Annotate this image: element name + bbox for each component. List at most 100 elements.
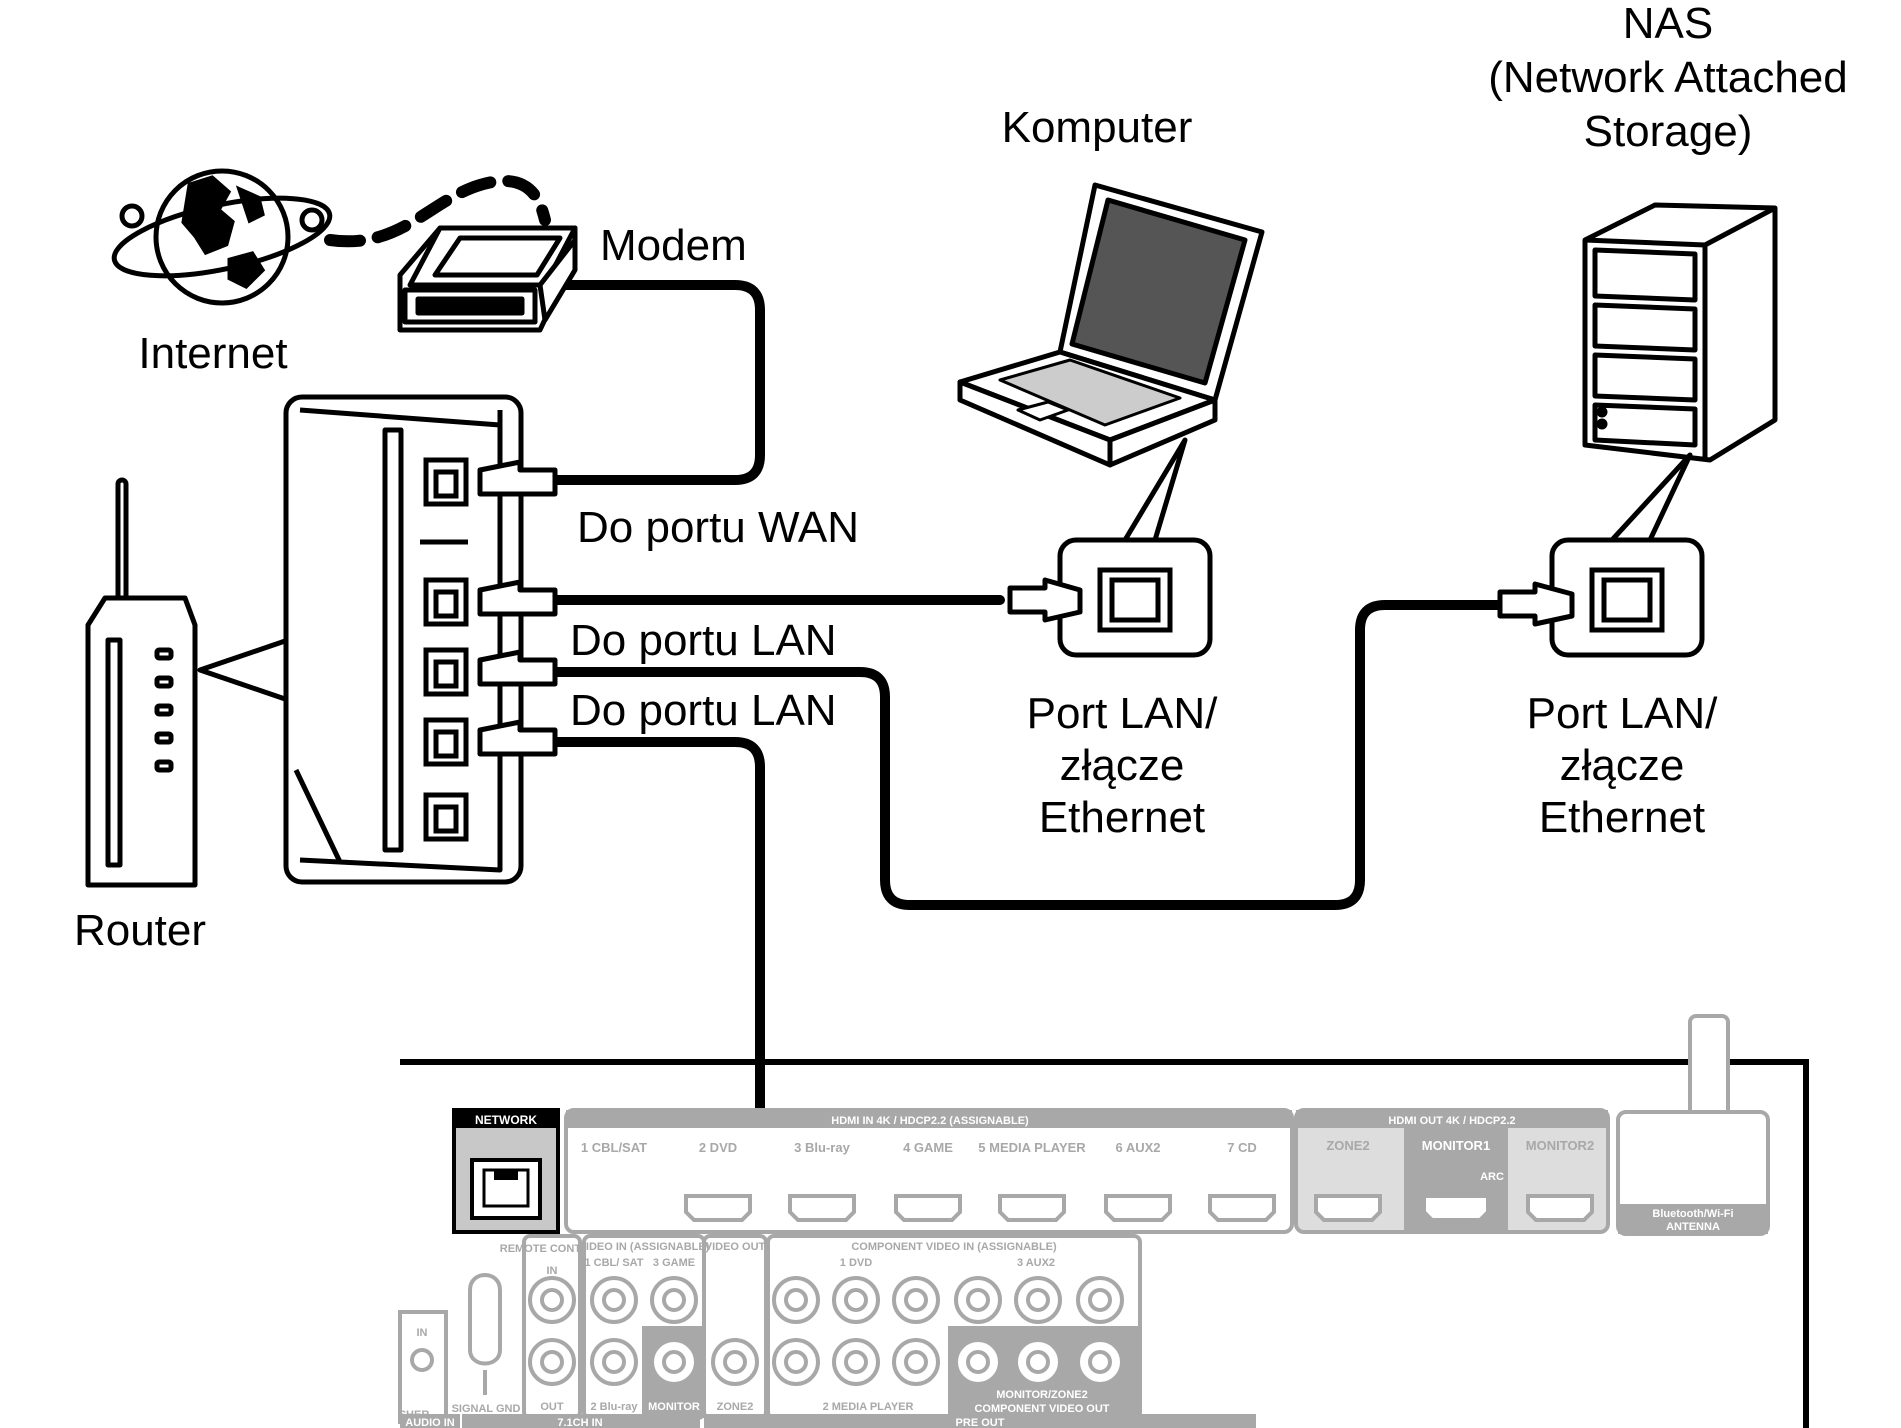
video-in-1-label: 1 CBL/ SAT	[584, 1257, 643, 1269]
nas-label-line2: (Network Attached	[1488, 53, 1848, 102]
receiver-rear-panel: Bluetooth/Wi-Fi ANTENNA NETWORK HDMI IN …	[398, 1014, 1809, 1428]
antenna-label-line2: ANTENNA	[1666, 1221, 1720, 1233]
video-in-2-label: 2 Blu-ray	[590, 1401, 638, 1413]
component-2-label: 2 MEDIA PLAYER	[823, 1401, 914, 1413]
hdmi-in-panel: HDMI IN 4K / HDCP2.2 (ASSIGNABLE) 1 CBL/…	[564, 1108, 1294, 1234]
hdmi-port-icon	[788, 1194, 856, 1222]
hdmi-in-5-label: 5 MEDIA PLAYER	[978, 1140, 1086, 1155]
remote-out-label: OUT	[540, 1401, 564, 1413]
hdmi-in-2-label: 2 DVD	[699, 1140, 737, 1155]
nas-port-label-line3: Ethernet	[1539, 793, 1705, 842]
router-callout	[197, 637, 291, 703]
nas-label-line3: Storage)	[1584, 107, 1753, 156]
signal-gnd-icon	[468, 1273, 502, 1366]
rca-jacks	[528, 1276, 1124, 1386]
rj45-plug-icon	[1497, 581, 1575, 627]
hdmi-port-icon	[1422, 1194, 1490, 1222]
wan-port-icon	[423, 457, 469, 507]
lan-port-label-2: Do portu LAN	[570, 686, 837, 735]
lan-port-icon	[423, 647, 469, 697]
lan-port-label-1: Do portu LAN	[570, 616, 837, 665]
remote-in-label: IN	[547, 1265, 558, 1277]
wan-cable	[543, 280, 765, 485]
signal-gnd-label: SIGNAL GND	[452, 1403, 521, 1415]
hdmi-port-icon	[1104, 1194, 1172, 1222]
video-out-label: VIDEO OUT	[705, 1241, 766, 1253]
wan-port-label: Do portu WAN	[577, 503, 859, 552]
hdmi-port-icon	[998, 1194, 1066, 1222]
component-in-label: COMPONENT VIDEO IN (ASSIGNABLE)	[851, 1241, 1057, 1253]
lan-port-icon	[423, 792, 469, 842]
hdmi-port-icon	[1208, 1194, 1276, 1222]
rj45-plug-icon	[1007, 577, 1083, 623]
video-in-label: VIDEO IN (ASSIGNABLE)	[579, 1241, 710, 1253]
hdmi-out-zone2-label: ZONE2	[1326, 1138, 1369, 1153]
hdmi-out-monitor2-label: MONITOR2	[1526, 1138, 1594, 1153]
computer-port-label-line1: Port LAN/	[1027, 689, 1219, 738]
router-plugs	[477, 459, 558, 757]
router-label: Router	[74, 906, 206, 955]
internet-label: Internet	[138, 329, 287, 378]
modem-icon	[397, 225, 578, 333]
monitor-zone2-label: MONITOR/ZONE2	[996, 1389, 1087, 1401]
component-video-panel: COMPONENT VIDEO IN (ASSIGNABLE) 1 DVD 3 …	[766, 1234, 1142, 1420]
hdmi-out-monitor1-label: MONITOR1	[1422, 1138, 1490, 1153]
video-panel: VIDEO IN (ASSIGNABLE) VIDEO OUT 1 CBL/ S…	[579, 1234, 768, 1420]
hdmi-out-label: HDMI OUT 4K / HDCP2.2	[1388, 1115, 1515, 1127]
computer-port-label-line2: złącze	[1060, 741, 1185, 790]
lower-left-connectors	[398, 1273, 502, 1424]
arc-label: ARC	[1480, 1171, 1504, 1183]
rj45-plug-icon	[477, 459, 558, 497]
video-in-3-label: 3 GAME	[653, 1257, 695, 1269]
network-port-panel: NETWORK	[452, 1108, 560, 1234]
bottom-strip: AUDIO IN 7.1CH IN PRE OUT	[400, 1414, 1256, 1428]
component-3-label: 3 AUX2	[1017, 1257, 1055, 1269]
nas-label-line1: NAS	[1623, 0, 1713, 48]
hdmi-in-1-label: 1 CBL/SAT	[581, 1140, 647, 1155]
lan-port-icon	[423, 717, 469, 767]
hdmi-in-4-label: 4 GAME	[903, 1140, 953, 1155]
component-out-label: COMPONENT VIDEO OUT	[974, 1403, 1109, 1415]
nas-port-label-line2: złącze	[1560, 741, 1685, 790]
monitor-label: MONITOR	[648, 1401, 700, 1413]
computer-label: Komputer	[1002, 103, 1193, 152]
hdmi-port-icon	[894, 1194, 962, 1222]
router-icon	[85, 477, 198, 888]
nas-port-label-line1: Port LAN/	[1527, 689, 1719, 738]
hdmi-out-panel: HDMI OUT 4K / HDCP2.2 ZONE2 MONITOR1 MON…	[1294, 1108, 1610, 1234]
hdmi-in-3-label: 3 Blu-ray	[794, 1140, 850, 1155]
lan-port-icon	[423, 577, 469, 627]
nas-server-icon	[1582, 202, 1778, 463]
audio-in-label: AUDIO IN	[405, 1417, 455, 1428]
hdmi-in-7-label: 7 CD	[1227, 1140, 1257, 1155]
nas-port-box	[1549, 537, 1705, 658]
router-ports	[423, 457, 469, 842]
pre-out-label: PRE OUT	[956, 1417, 1005, 1428]
internet-modem-link	[324, 174, 551, 248]
rj45-plug-icon	[477, 719, 558, 757]
bluetooth-wifi-antenna-panel: Bluetooth/Wi-Fi ANTENNA	[1616, 1110, 1770, 1236]
cables	[324, 174, 1505, 1190]
modem-label: Modem	[600, 221, 747, 270]
in-label: IN	[417, 1327, 428, 1339]
hdmi-in-label: HDMI IN 4K / HDCP2.2 (ASSIGNABLE)	[831, 1115, 1029, 1127]
zone2-label: ZONE2	[717, 1401, 754, 1413]
nas-callout	[1609, 452, 1693, 543]
rj45-plug-icon	[477, 649, 558, 687]
laptop-icon	[957, 182, 1265, 468]
channel-in-label: 7.1CH IN	[557, 1417, 602, 1428]
jack-icon	[410, 1348, 434, 1372]
hdmi-in-6-label: 6 AUX2	[1115, 1140, 1160, 1155]
antenna-label-line1: Bluetooth/Wi-Fi	[1652, 1208, 1733, 1220]
hdmi-port-icon	[684, 1194, 752, 1222]
remote-control-label: REMOTE CONTROL	[500, 1243, 605, 1255]
computer-port-label-line3: Ethernet	[1039, 793, 1205, 842]
lan-cable-nas	[550, 600, 1505, 910]
receiver-outline	[400, 1059, 1809, 1428]
network-port-label: NETWORK	[475, 1113, 537, 1127]
component-1-label: 1 DVD	[840, 1257, 872, 1269]
hdmi-port-icon	[1526, 1194, 1594, 1222]
rj45-plug-icon	[477, 579, 558, 617]
internet-globe-icon	[111, 168, 333, 306]
